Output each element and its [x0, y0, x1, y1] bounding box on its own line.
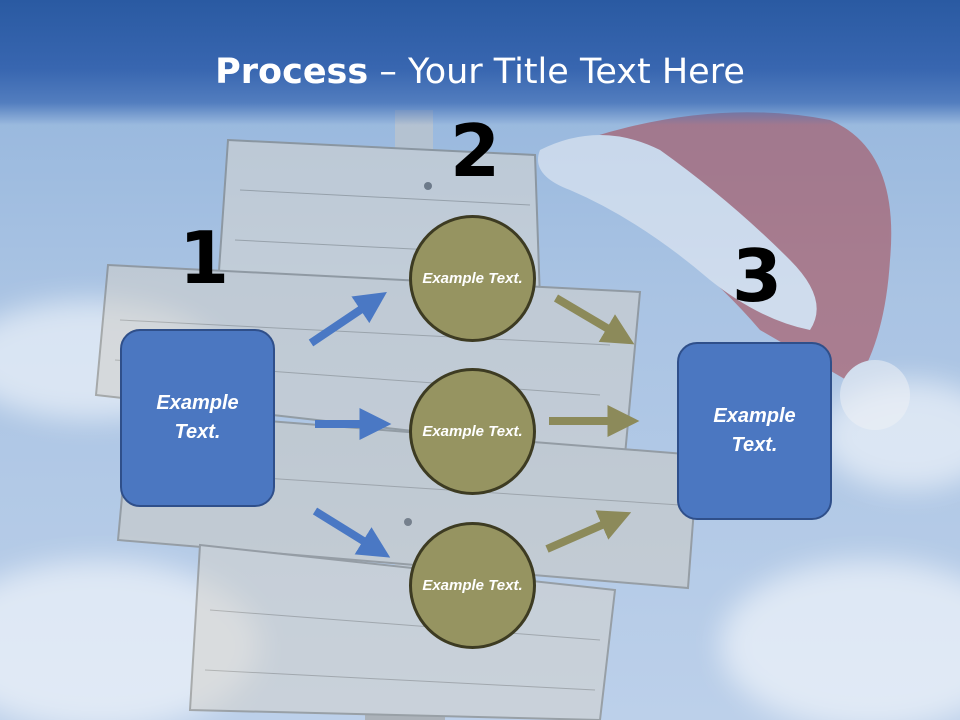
- title-rest: – Your Title Text Here: [368, 52, 745, 92]
- end-box-text: Example Text.: [713, 405, 796, 456]
- title-bold: Process: [215, 52, 369, 92]
- cloud: [720, 560, 960, 720]
- arrow-up-right: [545, 510, 632, 553]
- arrow-down-right: [553, 294, 635, 345]
- circle-text: Example Text.: [422, 423, 523, 440]
- arrow-up-right: [308, 291, 387, 347]
- step-number-1: 1: [179, 216, 230, 300]
- arrow-down-right: [312, 507, 391, 558]
- circle-text: Example Text.: [422, 270, 523, 287]
- process-circle-top: Example Text.: [409, 215, 536, 342]
- start-box-text: Example Text.: [156, 392, 239, 443]
- page-title: Process – Your Title Text Here: [0, 52, 960, 92]
- header-band: [0, 0, 960, 125]
- process-circle-bottom: Example Text.: [409, 522, 536, 649]
- step-number-2: 2: [450, 109, 501, 193]
- process-circle-middle: Example Text.: [409, 368, 536, 495]
- step-number-3: 3: [732, 234, 783, 318]
- end-box: Example Text.: [677, 342, 832, 520]
- circle-text: Example Text.: [422, 577, 523, 594]
- start-box: Example Text.: [120, 329, 275, 507]
